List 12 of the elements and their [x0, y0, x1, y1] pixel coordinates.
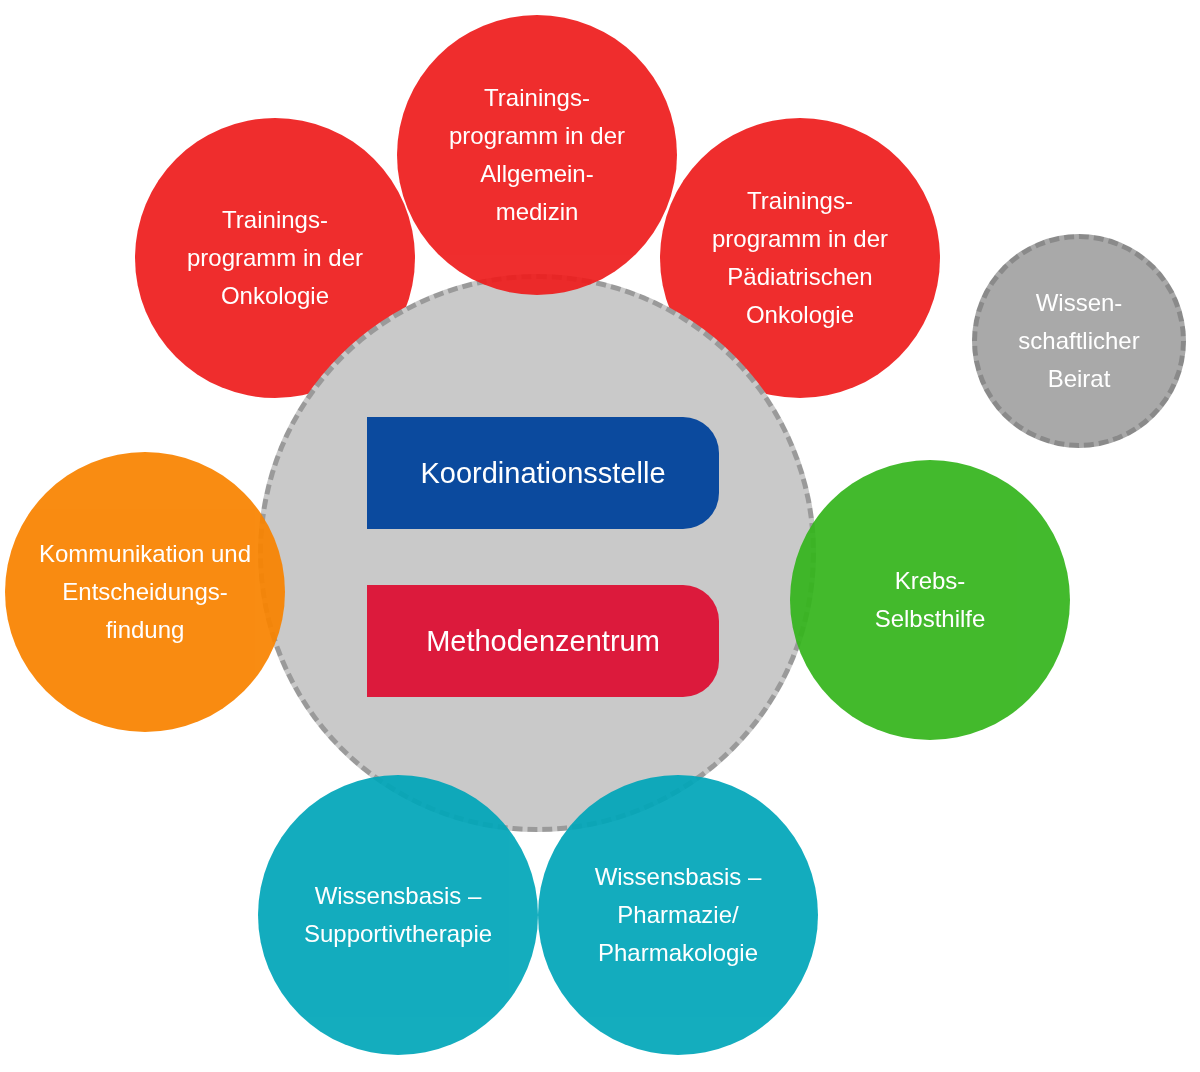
node-label: Trainings- programm in der Onkologie: [185, 205, 365, 311]
node-label: Kommunikation und Entscheidungs- findung: [37, 539, 253, 645]
node-label: Trainings- programm in der Pädiatrischen Onkologie: [710, 186, 890, 330]
node-label: Trainings- programm in der Allgemein- medizin: [447, 83, 627, 227]
node-label: Krebs- Selbsthilfe: [873, 566, 987, 634]
node-label: Wissensbasis – Pharmazie/ Pharmakologie: [593, 862, 763, 968]
node-label: Koordinationsstelle: [419, 456, 667, 491]
label-panel: [367, 585, 719, 697]
node-label: Wissen- schaftlicher Beirat: [1017, 288, 1141, 394]
node-label: Methodenzentrum: [425, 624, 661, 659]
label-panel: [367, 417, 719, 529]
node-label: Wissensbasis – Supportivtherapie: [302, 881, 494, 949]
